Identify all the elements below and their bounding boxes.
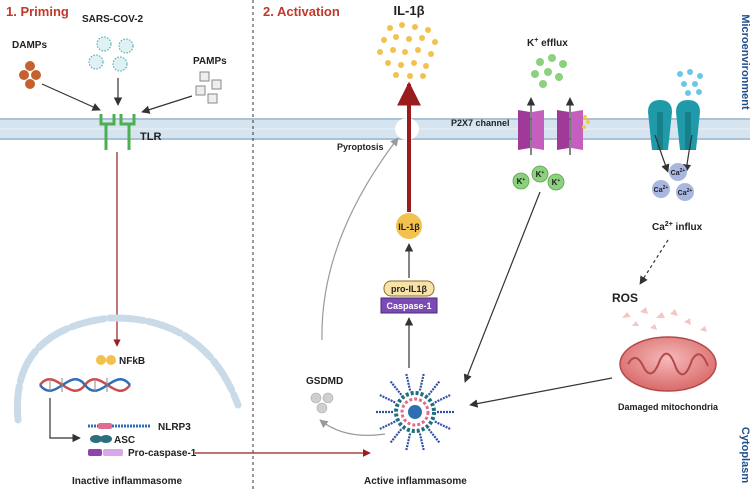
ca-ion-3: Ca2+ bbox=[676, 183, 694, 201]
ca-influx-label: Ca2+ influx bbox=[652, 221, 703, 233]
svg-text:Ca2+: Ca2+ bbox=[671, 168, 686, 177]
damaged-mitochondria-label: Damaged mitochondria bbox=[618, 402, 719, 412]
asc-label: ASC bbox=[114, 435, 135, 446]
p2x7-channel-icon bbox=[518, 110, 590, 150]
mitochondria-icon bbox=[619, 307, 717, 392]
svg-text:Ca2+: Ca2+ bbox=[678, 188, 693, 197]
dna-helix-icon bbox=[39, 378, 131, 392]
ca-influx-arrow-1 bbox=[654, 134, 670, 173]
nfkb-label: NFkB bbox=[119, 356, 145, 367]
gsdmd-label: GSDMD bbox=[306, 376, 343, 387]
svg-text:K+: K+ bbox=[552, 178, 561, 187]
nlrp3-label: NLRP3 bbox=[158, 422, 191, 433]
pamps-squares-icon bbox=[195, 71, 222, 104]
k-efflux-label: K+ efflux bbox=[527, 37, 568, 49]
gsdmd-to-pyroptosis-arrow bbox=[321, 137, 399, 341]
k-ion-3: K+ bbox=[547, 173, 565, 191]
inactive-inflammasome-label: Inactive inflammasome bbox=[72, 476, 182, 487]
damps-cluster-icon bbox=[19, 61, 41, 89]
gsdmd-icon bbox=[310, 392, 334, 414]
cytoplasm-label: Cytoplasm bbox=[739, 427, 750, 483]
ca-ion-2: Ca2+ bbox=[652, 180, 670, 198]
sars-cov-2-virus-icon bbox=[88, 36, 134, 72]
svg-text:IL-1β: IL-1β bbox=[398, 222, 420, 232]
pamps-label: PAMPs bbox=[193, 56, 227, 67]
mito-to-inflammasome-arrow bbox=[469, 377, 613, 408]
tlr-receptor-icon bbox=[99, 114, 136, 150]
k-ion-1: K+ bbox=[512, 172, 530, 190]
calcium-channel-icon bbox=[648, 100, 700, 150]
active-inflammasome-label: Active inflammasome bbox=[364, 476, 467, 487]
pro-caspase-icon bbox=[88, 449, 123, 456]
svg-text:K+: K+ bbox=[517, 177, 526, 186]
activation-title: 2. Activation bbox=[263, 4, 340, 19]
ros-label: ROS bbox=[612, 291, 638, 305]
asc-icon bbox=[90, 435, 112, 443]
nfkb-icon bbox=[96, 355, 116, 365]
svg-text:Ca2+: Ca2+ bbox=[654, 185, 669, 194]
pyroptosis-label: Pyroptosis bbox=[337, 142, 384, 152]
il1b-particles-icon bbox=[377, 22, 438, 79]
inflammasome-icon bbox=[375, 372, 455, 452]
caspase-1-box: Caspase-1 bbox=[380, 297, 438, 314]
ca-ion-1: Ca2+ bbox=[669, 163, 687, 181]
svg-text:K+: K+ bbox=[536, 170, 545, 179]
k-to-inflammasome-arrow bbox=[463, 191, 541, 383]
nucleus-icon bbox=[13, 314, 242, 424]
tlr-label: TLR bbox=[140, 131, 161, 143]
k-ion-2: K+ bbox=[531, 165, 549, 183]
nlrp3-icon bbox=[88, 423, 150, 429]
sars-label: SARS-COV-2 bbox=[82, 14, 144, 25]
svg-text:pro-IL1β: pro-IL1β bbox=[391, 284, 427, 294]
ca-particles-icon bbox=[677, 69, 703, 96]
svg-text:Caspase-1: Caspase-1 bbox=[386, 301, 431, 311]
k-efflux-particles-icon bbox=[531, 54, 567, 88]
priming-title: 1. Priming bbox=[6, 4, 69, 19]
pamps-arrow bbox=[141, 95, 193, 114]
il1b-circle: IL-1β bbox=[396, 213, 422, 239]
damps-label: DAMPs bbox=[12, 40, 47, 51]
pro-caspase-label: Pro-caspase-1 bbox=[128, 448, 197, 459]
inflammasome-to-gsdmd-arrow bbox=[319, 419, 386, 436]
dna-to-components-arrow bbox=[49, 398, 81, 443]
il1b-top-label: IL-1β bbox=[393, 3, 424, 18]
ca-to-ros-arrow bbox=[639, 239, 669, 285]
damps-arrow bbox=[41, 83, 101, 111]
microenvironment-label: Microenvironment bbox=[739, 14, 750, 110]
p2x7-label: P2X7 channel bbox=[451, 118, 510, 128]
pro-il1b-pill: pro-IL1β bbox=[383, 280, 435, 297]
